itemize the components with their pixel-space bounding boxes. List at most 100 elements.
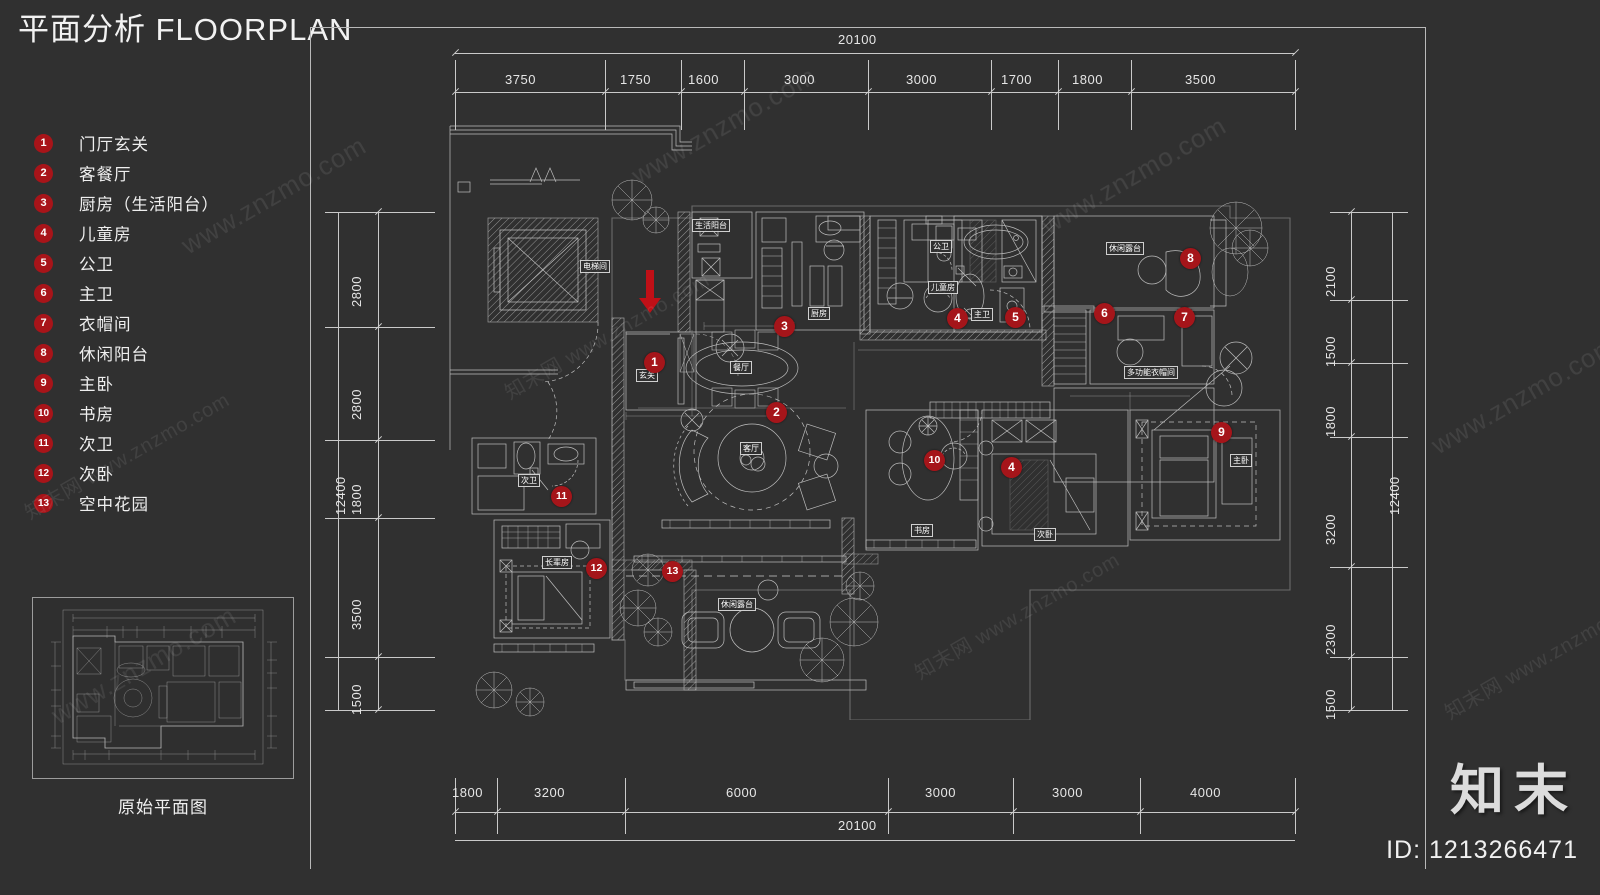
legend-badge: 12 xyxy=(34,463,53,483)
legend-label: 儿童房 xyxy=(79,226,132,244)
plan-marker-9[interactable]: 9 xyxy=(1211,422,1232,443)
dim-top-seg-3: 1600 xyxy=(688,72,719,87)
legend-item-7[interactable]: 7 衣帽间 xyxy=(34,308,294,338)
room-tag-leisure-terrace-bottom: 休闲露台 xyxy=(718,598,756,611)
dim-top-seg-6: 1700 xyxy=(1001,72,1032,87)
dim-bottom-seg-6: 4000 xyxy=(1190,785,1221,800)
room-tag-kitchen: 厨房 xyxy=(808,307,830,320)
dim-top-seg-8: 3500 xyxy=(1185,72,1216,87)
room-tag-study: 书房 xyxy=(911,524,933,537)
legend-item-11[interactable]: 11 次卫 xyxy=(34,428,294,458)
dim-top-seg-5: 3000 xyxy=(906,72,937,87)
legend-badge: 8 xyxy=(34,343,53,363)
legend: 1 门厅玄关 2 客餐厅 3 厨房（生活阳台） 4 儿童房 5 公卫 6 主卫 … xyxy=(34,128,294,518)
room-tag-master-bedroom: 主卧 xyxy=(1230,454,1252,467)
dim-top-seg-2: 1750 xyxy=(620,72,651,87)
legend-item-1[interactable]: 1 门厅玄关 xyxy=(34,128,294,158)
legend-label: 空中花园 xyxy=(79,496,149,514)
room-tag-living: 客厅 xyxy=(740,442,762,455)
legend-label: 厨房（生活阳台） xyxy=(79,196,219,214)
legend-badge: 10 xyxy=(34,403,53,423)
dim-right-seg-3: 1800 xyxy=(1323,406,1338,437)
plan-marker-11[interactable]: 11 xyxy=(551,486,572,507)
legend-item-12[interactable]: 12 次卧 xyxy=(34,458,294,488)
legend-badge: 4 xyxy=(34,223,53,243)
legend-item-6[interactable]: 6 主卫 xyxy=(34,278,294,308)
dim-bottom-total: 20100 xyxy=(838,818,877,833)
asset-id: ID: 1213266471 xyxy=(1386,836,1578,864)
room-tag-kids-room: 儿童房 xyxy=(928,281,958,294)
plan-marker-2[interactable]: 2 xyxy=(766,402,787,423)
legend-item-2[interactable]: 2 客餐厅 xyxy=(34,158,294,188)
plan-marker-7[interactable]: 7 xyxy=(1174,307,1195,328)
floorplan-drawing: 电梯间 生活阳台 厨房 儿童房 公卫 主卫 休闲露台 多功能衣帽间 玄关 餐厅 … xyxy=(430,120,1310,720)
dim-bottom-seg-4: 3000 xyxy=(925,785,956,800)
legend-badge: 3 xyxy=(34,193,53,213)
dim-left-seg-5: 1500 xyxy=(349,684,364,715)
dim-top-seg-7: 1800 xyxy=(1072,72,1103,87)
legend-label: 次卧 xyxy=(79,466,114,484)
dim-bottom-seg-3: 6000 xyxy=(726,785,757,800)
legend-item-3[interactable]: 3 厨房（生活阳台） xyxy=(34,188,294,218)
legend-label: 客餐厅 xyxy=(79,166,132,184)
legend-label: 书房 xyxy=(79,406,114,424)
room-tag-elder-room: 长辈房 xyxy=(542,556,572,569)
legend-badge: 6 xyxy=(34,283,53,303)
dim-left-seg-4: 3500 xyxy=(349,599,364,630)
legend-item-8[interactable]: 8 休闲阳台 xyxy=(34,338,294,368)
room-tag-second-bath: 次卫 xyxy=(518,474,540,487)
legend-badge: 2 xyxy=(34,163,53,183)
dim-left-seg-2: 2800 xyxy=(349,389,364,420)
legend-item-4[interactable]: 4 儿童房 xyxy=(34,218,294,248)
room-tag-elevator: 电梯间 xyxy=(580,260,610,273)
watermark: 知末网 www.znzmo.com xyxy=(1441,588,1600,725)
legend-badge: 13 xyxy=(34,493,53,513)
legend-label: 公卫 xyxy=(79,256,114,274)
legend-item-10[interactable]: 10 书房 xyxy=(34,398,294,428)
legend-label: 主卫 xyxy=(79,286,114,304)
plan-marker-4a[interactable]: 4 xyxy=(947,308,968,329)
dim-right-seg-4: 3200 xyxy=(1323,514,1338,545)
dim-top-seg-4: 3000 xyxy=(784,72,815,87)
room-tag-public-bath: 公卫 xyxy=(930,240,952,253)
dim-right-seg-5: 2300 xyxy=(1323,624,1338,655)
dim-left-seg-3: 1800 xyxy=(349,484,364,515)
dim-top-seg-1: 3750 xyxy=(505,72,536,87)
plan-marker-5[interactable]: 5 xyxy=(1005,307,1026,328)
plan-marker-12[interactable]: 12 xyxy=(586,558,607,579)
drawing-frame xyxy=(310,27,1426,869)
dim-bottom-seg-1: 1800 xyxy=(452,785,483,800)
dim-left-total: 12400 xyxy=(333,476,348,515)
legend-badge: 9 xyxy=(34,373,53,393)
legend-label: 主卧 xyxy=(79,376,114,394)
legend-item-5[interactable]: 5 公卫 xyxy=(34,248,294,278)
plan-marker-6[interactable]: 6 xyxy=(1094,303,1115,324)
legend-label: 门厅玄关 xyxy=(79,136,149,154)
brand-logo: 知末 xyxy=(1450,761,1578,821)
plan-marker-3[interactable]: 3 xyxy=(774,316,795,337)
dim-right-seg-2: 1500 xyxy=(1323,336,1338,367)
plan-marker-10[interactable]: 10 xyxy=(924,450,945,471)
legend-badge: 11 xyxy=(34,433,53,453)
legend-label: 休闲阳台 xyxy=(79,346,149,364)
page-title: 平面分析 FLOORPLAN xyxy=(18,12,353,47)
room-tag-second-bedroom: 次卧 xyxy=(1034,528,1056,541)
dim-right-seg-6: 1500 xyxy=(1323,689,1338,720)
plan-marker-8[interactable]: 8 xyxy=(1180,248,1201,269)
watermark: www.znzmo.com xyxy=(1426,330,1600,461)
plan-marker-13[interactable]: 13 xyxy=(662,561,683,582)
room-tag-leisure-terrace-top: 休闲露台 xyxy=(1106,242,1144,255)
legend-label: 衣帽间 xyxy=(79,316,132,334)
legend-item-9[interactable]: 9 主卧 xyxy=(34,368,294,398)
dim-right-total: 12400 xyxy=(1387,476,1402,515)
plan-marker-1[interactable]: 1 xyxy=(644,352,665,373)
room-tag-multi-wardrobe: 多功能衣帽间 xyxy=(1124,366,1178,379)
original-plan-thumbnail[interactable]: 原始平面图 xyxy=(32,597,294,818)
legend-item-13[interactable]: 13 空中花园 xyxy=(34,488,294,518)
thumbnail-image xyxy=(32,597,294,779)
dim-bottom-seg-2: 3200 xyxy=(534,785,565,800)
dim-top-total: 20100 xyxy=(838,32,877,47)
plan-marker-4b[interactable]: 4 xyxy=(1001,457,1022,478)
thumbnail-caption: 原始平面图 xyxy=(118,798,208,817)
